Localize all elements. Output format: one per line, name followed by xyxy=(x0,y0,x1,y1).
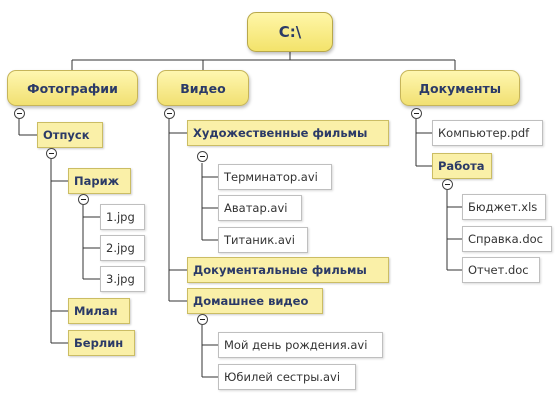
file-budget-xls[interactable]: Бюджет.xls xyxy=(462,194,546,220)
file-sister-anniversary[interactable]: Юбилей сестры.avi xyxy=(218,364,356,390)
collapse-icon-video[interactable] xyxy=(164,108,175,119)
category-documents[interactable]: Документы xyxy=(400,70,520,106)
file-computer-pdf[interactable]: Компьютер.pdf xyxy=(432,120,543,146)
file-reference-doc[interactable]: Справка.doc xyxy=(462,226,552,252)
category-photos[interactable]: Фотографии xyxy=(7,70,138,106)
file-jpg-3[interactable]: 3.jpg xyxy=(100,266,145,292)
collapse-icon-documents[interactable] xyxy=(411,108,422,119)
collapse-icon-photos[interactable] xyxy=(14,108,25,119)
folder-feature-films[interactable]: Художественные фильмы xyxy=(187,120,389,146)
file-titanic[interactable]: Титаник.avi xyxy=(218,227,308,253)
collapse-icon-home-video[interactable] xyxy=(197,314,208,325)
file-terminator[interactable]: Терминатор.avi xyxy=(218,164,332,190)
folder-milan[interactable]: Милан xyxy=(68,298,130,324)
collapse-icon-feature-films[interactable] xyxy=(197,151,208,162)
file-jpg-2[interactable]: 2.jpg xyxy=(100,235,145,261)
folder-work[interactable]: Работа xyxy=(432,153,492,179)
file-avatar[interactable]: Аватар.avi xyxy=(218,195,302,221)
collapse-icon-vacation[interactable] xyxy=(46,148,57,159)
collapse-icon-work[interactable] xyxy=(442,179,453,190)
folder-documentaries[interactable]: Документальные фильмы xyxy=(187,257,389,283)
file-jpg-1[interactable]: 1.jpg xyxy=(100,204,145,230)
category-video[interactable]: Видео xyxy=(157,70,249,106)
collapse-icon-paris[interactable] xyxy=(78,194,89,205)
file-my-birthday[interactable]: Мой день рождения.avi xyxy=(218,332,383,358)
folder-vacation[interactable]: Отпуск xyxy=(37,122,103,148)
folder-berlin[interactable]: Берлин xyxy=(68,330,135,356)
root-node[interactable]: C:\ xyxy=(247,12,333,52)
folder-home-video[interactable]: Домашнее видео xyxy=(187,288,323,314)
folder-paris[interactable]: Париж xyxy=(68,168,131,194)
file-report-doc[interactable]: Отчет.doc xyxy=(462,257,540,283)
